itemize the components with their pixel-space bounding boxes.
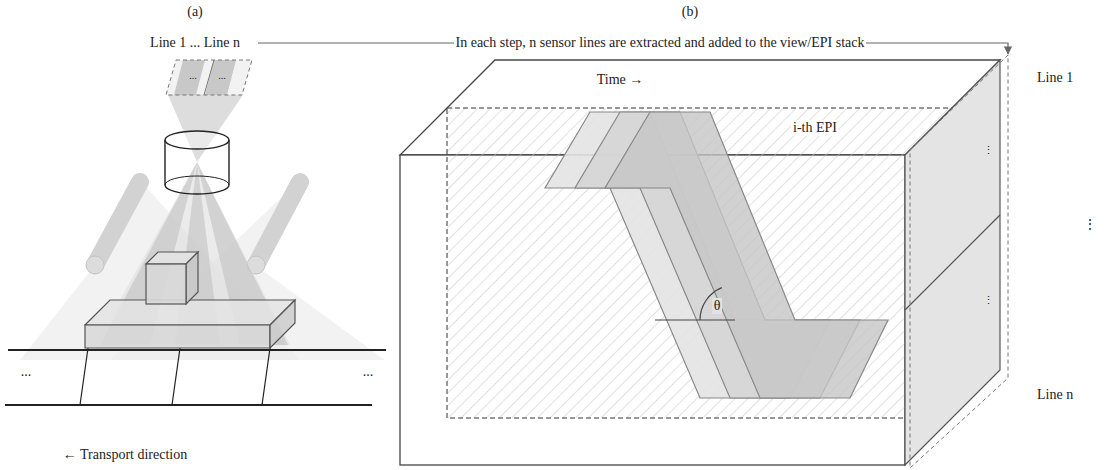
sensor-lines-label: Line 1 ... Line n	[148, 35, 242, 51]
panel-label: (b)	[680, 4, 700, 20]
object-plate	[85, 300, 295, 348]
step-note: In each step, n sensor lines are extract…	[454, 35, 867, 51]
ellipsis: ...	[187, 70, 199, 82]
lens	[165, 131, 229, 194]
epi-stack	[400, 55, 1008, 468]
vertical-ellipsis: ⋮	[981, 144, 996, 157]
axis-label: Time →	[595, 72, 646, 88]
vertical-ellipsis: ⋮	[981, 294, 996, 307]
line-sensor	[166, 60, 252, 95]
cube	[146, 252, 198, 304]
ellipsis: ...	[216, 70, 228, 82]
vertical-ellipsis: ⋮	[1081, 217, 1099, 233]
ellipsis: ...	[361, 364, 376, 380]
epi-label: i-th EPI	[791, 120, 839, 136]
ellipsis: ...	[19, 364, 34, 380]
line-label: Line n	[1035, 387, 1075, 403]
direction-label: ← Transport direction	[61, 447, 189, 463]
line-label: Line 1	[1035, 70, 1075, 86]
conveyor	[5, 348, 386, 405]
angle-label: θ	[712, 298, 723, 314]
panel-label: (a)	[185, 4, 205, 20]
